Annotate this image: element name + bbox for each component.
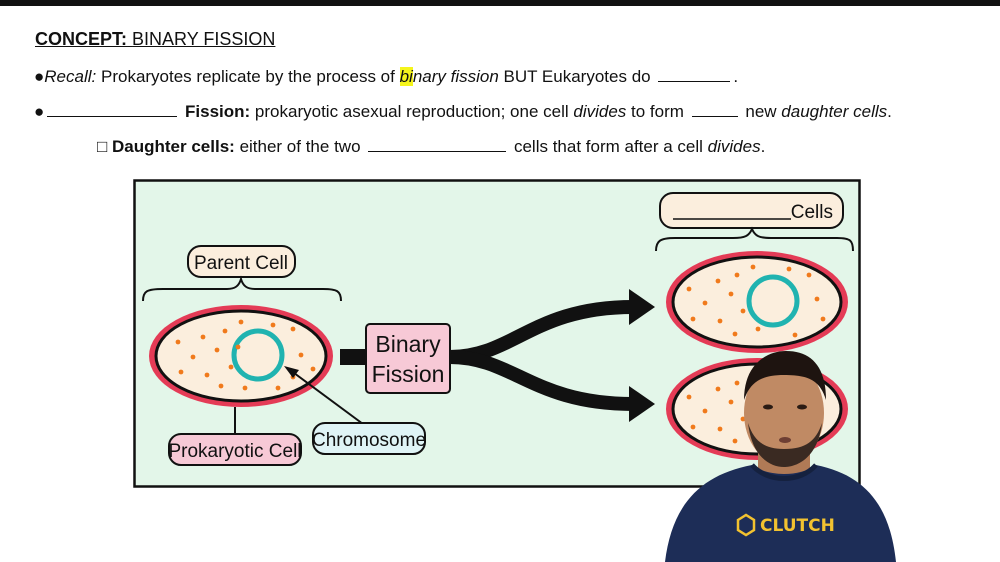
lower-arrowhead xyxy=(629,386,655,422)
fission-italic: divides xyxy=(573,102,627,121)
fission-text-b: to form xyxy=(626,102,689,121)
daughter-text-b: cells that form after a cell xyxy=(509,137,708,156)
fill-blank xyxy=(658,66,731,82)
chromosome-ring xyxy=(231,328,285,382)
parent-cell-label: Parent Cell xyxy=(194,253,288,274)
recall-text: Prokaryotes replicate by the process of xyxy=(100,67,400,86)
process-label-line1: Binary xyxy=(375,331,441,357)
fission-italic-b: daughter cells xyxy=(781,102,888,121)
daughter-italic: divides xyxy=(707,137,761,156)
page-title: CONCEPT: BINARY FISSION xyxy=(35,29,275,50)
upper-arrowhead xyxy=(629,289,655,325)
beard xyxy=(748,423,822,467)
title-text: BINARY FISSION xyxy=(132,29,276,49)
ribosomes xyxy=(175,319,316,391)
clutch-logo-icon xyxy=(736,513,756,537)
fission-text-c: new xyxy=(740,102,782,121)
prokaryotic-label-box xyxy=(168,433,302,466)
fission-label: Fission: xyxy=(185,102,251,121)
fill-blank xyxy=(47,101,178,117)
daughter-label: Daughter cells: xyxy=(112,137,235,156)
prokaryotic-cell-label: Prokaryotic Cell xyxy=(168,441,301,462)
process-label-line2: Fission xyxy=(372,361,445,387)
chromosome-label-box xyxy=(312,422,426,455)
bullet: ● xyxy=(34,102,45,121)
period: . xyxy=(887,102,892,121)
fission-line: ● Fission: prokaryotic asexual reproduct… xyxy=(34,101,892,122)
top-bar xyxy=(0,0,1000,6)
hair xyxy=(744,351,826,400)
title-prefix: CONCEPT: xyxy=(35,29,128,49)
bullet: ● xyxy=(34,67,45,86)
daughter-cell-upper xyxy=(666,251,848,353)
cells-brace xyxy=(655,226,854,252)
lower-arrow-shaft xyxy=(449,350,634,411)
parent-brace xyxy=(142,275,342,302)
cells-label: Cells xyxy=(791,202,833,223)
period: . xyxy=(760,137,766,156)
shirt xyxy=(665,465,896,562)
fission-text: prokaryotic asexual reproduction; one ce… xyxy=(254,102,574,121)
fill-blank xyxy=(691,101,738,117)
highlighted-text: bi xyxy=(399,67,413,86)
recall-text-b: BUT Eukaryotes do xyxy=(498,67,656,86)
shirt-text: CLUTCH xyxy=(760,516,835,536)
checkbox-icon: □ xyxy=(97,137,108,156)
chromosome-label: Chromosome xyxy=(312,430,426,451)
chromosome-pointer xyxy=(289,369,364,425)
parent-cell xyxy=(149,305,333,407)
daughter-text: either of the two xyxy=(239,137,366,156)
daughter-line: □ Daughter cells: either of the two cell… xyxy=(97,136,765,157)
process-connector xyxy=(340,349,368,365)
recall-line: ●Recall: Prokaryotes replicate by the pr… xyxy=(34,66,738,87)
fill-blank xyxy=(368,136,507,152)
arrowhead xyxy=(284,366,299,378)
parent-cell-label-box xyxy=(187,245,296,278)
recall-italic: nary fission xyxy=(412,67,499,86)
presenter-video: CLUTCH xyxy=(665,351,896,562)
recall-label: Recall: xyxy=(44,67,97,86)
face xyxy=(744,361,824,465)
period: . xyxy=(733,67,739,86)
